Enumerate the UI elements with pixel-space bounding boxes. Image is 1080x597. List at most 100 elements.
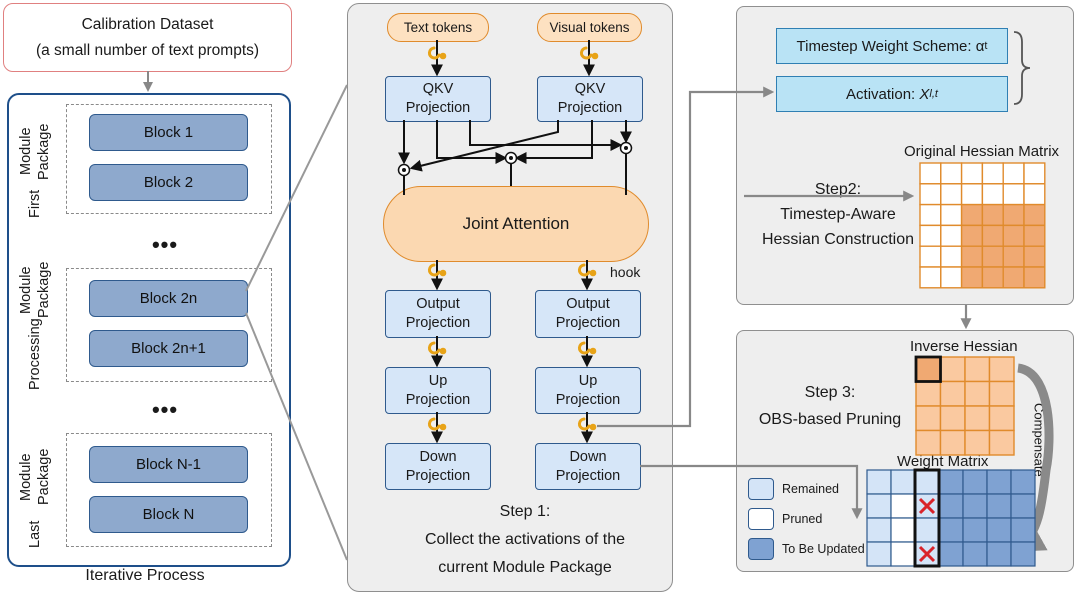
compensate-label: Compensate (1025, 385, 1053, 495)
inverse-hessian-matrix (914, 355, 1015, 456)
output-projection-visual: Output Projection (535, 290, 641, 338)
hessian-cell (940, 162, 963, 185)
weight-cell (938, 469, 964, 495)
hessian-cell (960, 183, 984, 206)
arrow-q-visual (409, 120, 559, 172)
hessian-cell (1023, 224, 1046, 247)
weight-cell (1010, 517, 1036, 543)
hessian-cell (1023, 183, 1046, 206)
step1-caption-line3: current Module Package (438, 559, 612, 576)
inverse-hessian-cell (939, 356, 966, 383)
qkv-projection-visual: QKV Projection (537, 76, 643, 122)
step2-caption-line2: Timestep-Aware (780, 205, 896, 223)
module-package-processing (66, 268, 272, 382)
block-n-minus-1: Block N-1 (89, 446, 248, 483)
step1-caption: Step 1: Collect the activations of the c… (400, 492, 650, 588)
up-projection-text: Up Projection (385, 367, 491, 414)
inverse-hessian-cell (939, 429, 966, 456)
inverse-hessian-cell (964, 405, 991, 432)
arrow-hook-to-activation (597, 86, 775, 428)
weight-cell (938, 541, 964, 567)
block-1: Block 1 (89, 114, 248, 151)
output-visual-line2: Projection (555, 315, 621, 331)
inverse-hessian-cell (915, 429, 942, 456)
hessian-cell (960, 224, 984, 247)
zoom-line-bottom (245, 312, 348, 561)
block-2n: Block 2n (89, 280, 248, 317)
hessian-cell (981, 245, 1004, 268)
compensate-text: Compensate (1031, 403, 1047, 477)
original-hessian-title: Original Hessian Matrix (904, 143, 1060, 160)
legend-swatch-to-be-updated (748, 538, 774, 560)
output-visual-line1: Output (566, 296, 610, 312)
hessian-cell (1002, 203, 1025, 227)
inverse-hessian-cell (939, 405, 966, 432)
activation-subscript: l,t (929, 88, 938, 100)
inverse-hessian-cell (915, 356, 942, 383)
step1-caption-line2: Collect the activations of the (424, 531, 626, 548)
arrow-v-text (469, 120, 623, 151)
up-text-line2: Projection (405, 391, 471, 408)
block-2n-plus-1: Block 2n+1 (89, 330, 248, 367)
weight-cell (866, 469, 892, 495)
down-text-line2: Projection (405, 467, 471, 484)
weight-cell (938, 493, 964, 519)
hessian-cell (919, 162, 942, 185)
weight-cell (962, 493, 988, 519)
step2-caption-line3: Hessian Construction (761, 230, 915, 248)
iterative-process-frame (7, 93, 291, 567)
legend-label-pruned: Pruned (782, 512, 823, 526)
hessian-cell (940, 224, 963, 247)
weight-cell (962, 469, 988, 495)
iterative-process-caption: Iterative Process (85, 567, 205, 584)
weight-matrix-title: Weight Matrix (897, 453, 989, 470)
hessian-cell (1002, 162, 1025, 185)
qkv-visual-line2: Projection (557, 100, 623, 116)
weight-cell (890, 469, 916, 495)
calibration-title: Calibration Dataset (81, 15, 214, 33)
inverse-hessian-cell (915, 405, 942, 432)
hessian-cell (981, 183, 1004, 206)
hook-label: hook (610, 264, 641, 280)
up-projection-visual: Up Projection (535, 367, 641, 414)
hessian-cell (981, 162, 1004, 185)
hessian-cell (1023, 162, 1046, 185)
step3-caption-line2: OBS-based Pruning (758, 411, 902, 428)
step2-caption-line1: Step2: (814, 180, 862, 198)
hessian-cell (1023, 245, 1046, 268)
step3-caption: Step 3: OBS-based Pruning (752, 378, 908, 434)
calibration-subtitle: (a small number of text prompts) (35, 41, 260, 59)
hessian-cell (940, 245, 963, 268)
zoom-line-top (245, 84, 348, 292)
inverse-hessian-cell (939, 380, 966, 407)
up-visual-line1: Up (578, 372, 598, 389)
original-hessian-matrix (919, 162, 1046, 289)
inverse-hessian-cell (964, 356, 991, 383)
hessian-cell (960, 266, 984, 289)
qkv-text-line2: Projection (405, 100, 471, 116)
weight-cell (1010, 493, 1036, 519)
hessian-cell (919, 266, 942, 289)
joint-attention-box: Joint Attention (383, 186, 649, 262)
weight-cell (914, 517, 940, 543)
step3-caption-line1: Step 3: (804, 384, 856, 401)
weight-cell (986, 469, 1012, 495)
step2-caption: Step2: Timestep-Aware Hessian Constructi… (748, 176, 928, 252)
arrow-k-visual (514, 120, 593, 164)
inverse-hessian-cell (988, 429, 1015, 456)
hessian-cell (1002, 224, 1025, 247)
weight-cell (866, 517, 892, 543)
hessian-cell (1002, 183, 1025, 206)
hessian-cell (940, 266, 963, 289)
activation-text: Activation: (846, 85, 916, 103)
hessian-cell (919, 203, 942, 227)
output-text-line2: Projection (405, 315, 471, 331)
hessian-cell (1002, 245, 1025, 268)
weight-cell (962, 541, 988, 567)
weight-cell (986, 541, 1012, 567)
weight-scheme-text: Timestep Weight Scheme: α (796, 37, 985, 55)
block-2: Block 2 (89, 164, 248, 201)
